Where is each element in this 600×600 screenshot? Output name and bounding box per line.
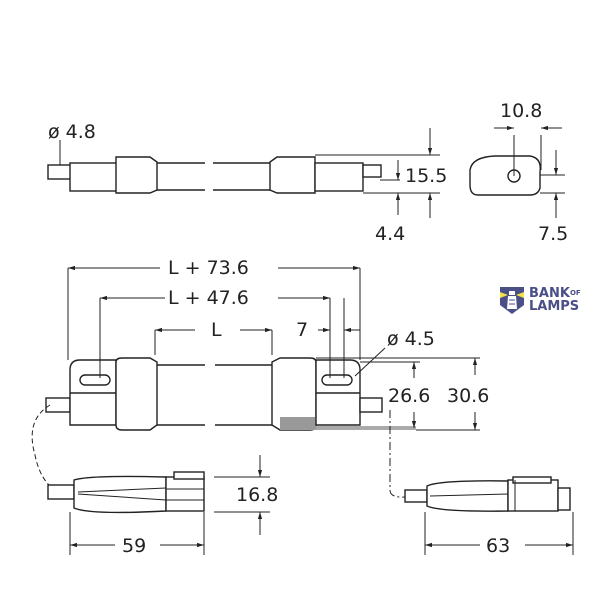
logo-line1: BANK bbox=[529, 286, 570, 301]
dim-hole-diameter: ø 4.5 bbox=[387, 328, 435, 350]
dim-end-width: 10.8 bbox=[500, 100, 542, 122]
connector-left bbox=[47, 455, 270, 555]
logo-of: OF bbox=[569, 289, 581, 297]
dim-connector-height: 16.8 bbox=[236, 484, 278, 506]
dim-inner-height: 26.6 bbox=[388, 385, 430, 407]
dim-connector-left-length: 59 bbox=[122, 535, 146, 557]
logo-line2: LAMPS bbox=[529, 299, 580, 314]
dim-length: L bbox=[211, 319, 222, 341]
lighthouse-icon bbox=[500, 287, 524, 314]
dim-top-height: 15.5 bbox=[405, 165, 447, 187]
dim-end-height: 7.5 bbox=[538, 223, 568, 245]
dim-hole-spacing: L + 47.6 bbox=[168, 287, 249, 309]
bank-of-lamps-logo: BANKOF LAMPS bbox=[499, 284, 599, 316]
dim-hole-offset: 7 bbox=[296, 319, 308, 341]
top-view bbox=[47, 128, 440, 218]
connector-right bbox=[404, 476, 574, 555]
dim-outer-height: 30.6 bbox=[447, 385, 489, 407]
dim-overall-length: L + 73.6 bbox=[168, 257, 249, 279]
end-view bbox=[469, 125, 565, 218]
dim-cable-diameter: ø 4.8 bbox=[48, 121, 96, 143]
dim-connector-right-length: 63 bbox=[486, 535, 510, 557]
side-view bbox=[45, 265, 480, 431]
dim-top-offset: 4.4 bbox=[375, 223, 405, 245]
